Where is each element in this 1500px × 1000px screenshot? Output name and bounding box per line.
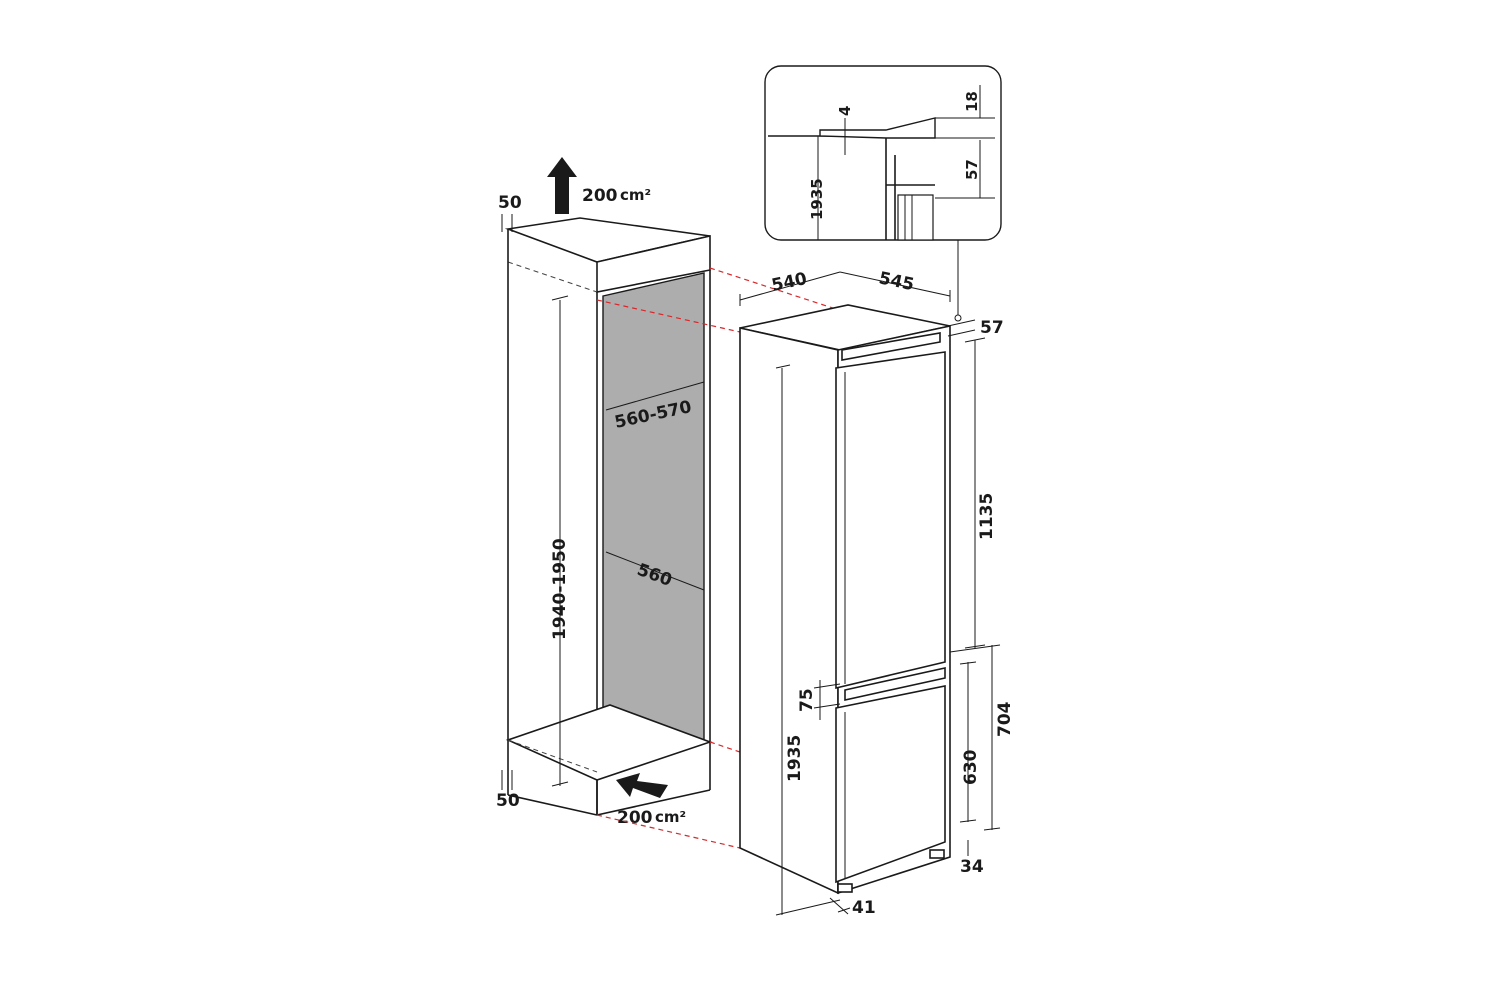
- top-side-gap-label: 50: [498, 193, 522, 213]
- appliance-top-offset-label: 57: [980, 318, 1004, 338]
- door-gap-label: 75: [797, 688, 817, 712]
- niche-height-label: 1940-1950: [550, 538, 570, 640]
- appliance-total-height-label: 1935: [785, 735, 805, 782]
- bottom-offset-label: 34: [960, 857, 984, 877]
- detail-top-height-label: 18: [963, 91, 981, 112]
- bottom-vent-arrow-icon: [616, 773, 668, 798]
- detail-callout: 4 1935 18 57: [764, 65, 1002, 241]
- top-vent-arrow-icon: [547, 157, 577, 214]
- appliance-lower-door: [835, 685, 946, 884]
- bottom-vent-value: 200: [617, 808, 653, 828]
- bottom-vent-unit: cm²: [655, 808, 686, 826]
- cabinet-niche: [602, 272, 705, 743]
- top-vent-value: 200: [582, 186, 618, 206]
- appliance-side: [739, 327, 839, 895]
- detail-bracket-height-label: 57: [963, 159, 981, 180]
- appliance-upper-door: [835, 351, 946, 690]
- lower-section-height-label: 704: [995, 701, 1015, 737]
- detail-gap-label: 4: [836, 106, 854, 116]
- appliance-depth-label: 540: [770, 269, 809, 296]
- appliance-hinge-top: [841, 332, 941, 361]
- upper-door-height-label: 1135: [977, 493, 997, 540]
- appliance-mid-hinge: [844, 667, 946, 701]
- appliance-width-label: 545: [877, 268, 916, 295]
- top-vent-unit: cm²: [620, 186, 651, 204]
- appliance-drawing: 540 545 57 1935 1135 75 704: [739, 240, 1015, 918]
- lower-door-height-label: 630: [961, 749, 981, 785]
- cabinet-drawing: 200 cm² 200 cm² 50 50 1940-1950 560-570 …: [496, 157, 713, 828]
- foot-offset-label: 41: [852, 898, 876, 918]
- bottom-side-gap-label: 50: [496, 791, 520, 811]
- detail-height-label: 1935: [808, 178, 826, 220]
- alignment-guides: [596, 267, 846, 849]
